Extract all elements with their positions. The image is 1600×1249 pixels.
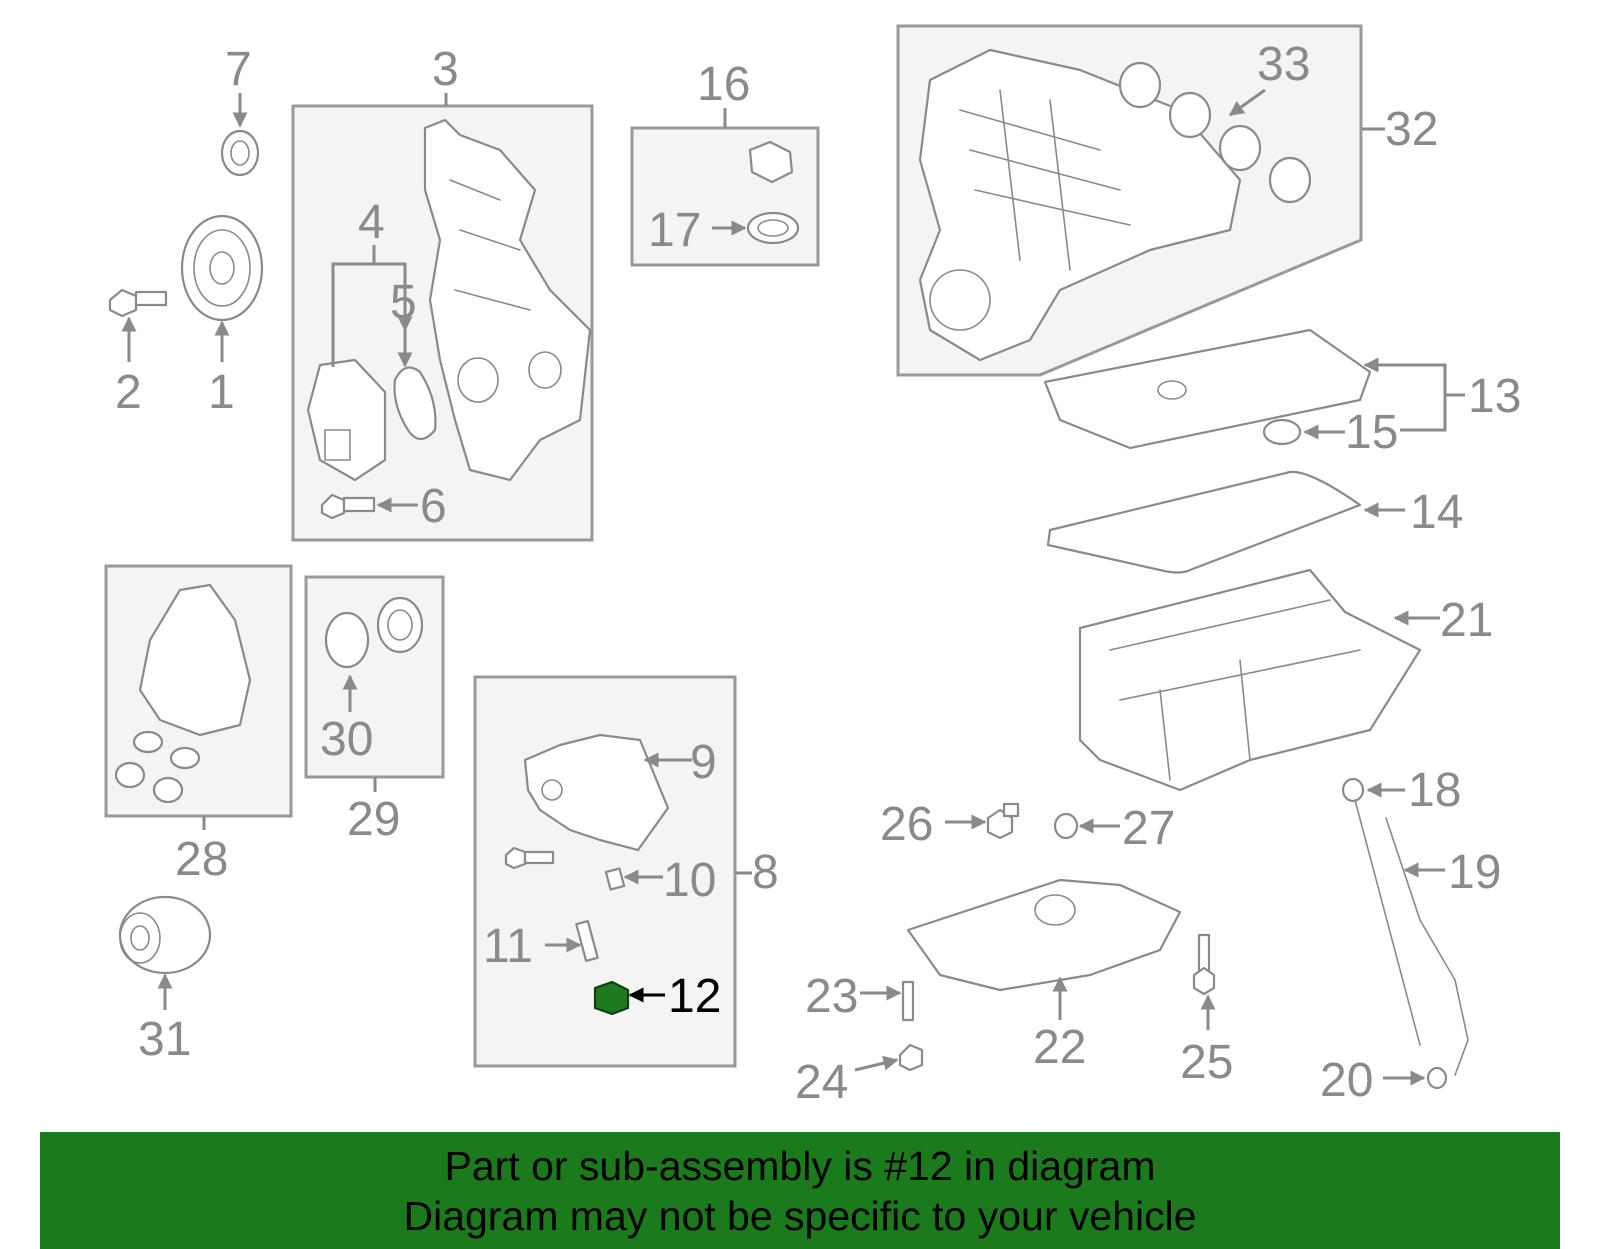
callout-24: 24 <box>795 1056 848 1109</box>
oil-filter-element-part-29 <box>376 596 424 654</box>
oil-pump-part-9 <box>523 733 670 852</box>
callout-19: 19 <box>1448 846 1501 899</box>
callout-17: 17 <box>648 204 701 257</box>
callout-5: 5 <box>390 276 417 329</box>
drain-plug-part-24 <box>898 1043 924 1072</box>
callout-9: 9 <box>690 736 717 789</box>
callout-22: 22 <box>1033 1021 1086 1074</box>
dipstick-guide-part-19 <box>1385 817 1469 1076</box>
callout-2: 2 <box>115 366 142 419</box>
callout-28: 28 <box>175 833 228 886</box>
leader-24 <box>854 1055 899 1072</box>
callout-4: 4 <box>358 196 385 249</box>
oil-filter-o-ring-part-30 <box>324 611 370 669</box>
callout-23: 23 <box>805 970 858 1023</box>
bolt-part-9b <box>504 846 555 870</box>
bolt-part-2 <box>108 288 168 318</box>
callout-16: 16 <box>697 58 750 111</box>
sensor-part-26 <box>986 802 1020 840</box>
callout-29: 29 <box>347 793 400 846</box>
part-12-highlighted <box>593 980 630 1016</box>
leader-13 <box>1370 363 1447 432</box>
banner-line-2: Diagram may not be specific to your vehi… <box>403 1192 1197 1239</box>
timing-cover-part-3 <box>423 118 592 482</box>
cap-gasket-part-17 <box>746 211 800 245</box>
callout-15: 15 <box>1345 406 1398 459</box>
oil-pan-gasket-part-14 <box>1046 470 1362 574</box>
callout-6: 6 <box>420 480 447 533</box>
callout-25: 25 <box>1180 1036 1233 1089</box>
callout-1: 1 <box>208 366 235 419</box>
o-ring-part-20 <box>1426 1066 1448 1090</box>
callout-20: 20 <box>1320 1054 1373 1107</box>
seal-part-15 <box>1262 418 1302 446</box>
manifold-gasket-part-33 <box>1118 61 1312 204</box>
oil-filler-cap-part-16 <box>748 140 794 184</box>
callout-27: 27 <box>1122 802 1175 855</box>
callout-8: 8 <box>752 846 779 899</box>
intake-manifold-part-32 <box>918 48 1242 362</box>
pin-part-10 <box>604 867 626 891</box>
stud-part-23 <box>901 980 915 1022</box>
callout-11: 11 <box>483 920 533 973</box>
gasket-part-27 <box>1053 812 1079 840</box>
info-banner: Part or sub-assembly is #12 in diagram D… <box>40 1132 1560 1249</box>
lower-oil-pan-part-22 <box>906 878 1182 992</box>
callout-3: 3 <box>432 43 459 96</box>
bolt-part-6 <box>320 493 376 520</box>
callout-32: 32 <box>1385 103 1438 156</box>
leader-4 <box>331 262 413 367</box>
gasket-part-5 <box>393 366 437 441</box>
bolt-part-25 <box>1192 933 1216 996</box>
banner-line-1: Part or sub-assembly is #12 in diagram <box>444 1142 1156 1189</box>
callout-12: 12 <box>668 970 721 1023</box>
callout-14: 14 <box>1410 486 1463 539</box>
water-pump-part-4 <box>306 358 387 482</box>
callout-13: 13 <box>1468 370 1521 423</box>
callout-31: 31 <box>138 1013 191 1066</box>
pump-assembly-part-28 <box>114 583 252 804</box>
seal-part-7 <box>220 129 260 177</box>
group-box-29 <box>304 575 445 779</box>
callout-18: 18 <box>1408 764 1461 817</box>
leader-33 <box>1228 88 1266 117</box>
callout-7: 7 <box>225 43 252 96</box>
upper-oil-pan-part-21 <box>1078 568 1422 792</box>
callout-33: 33 <box>1257 38 1310 91</box>
callout-26: 26 <box>880 798 933 851</box>
filter-housing-part-31 <box>118 895 212 975</box>
pulley-part-1 <box>180 214 264 322</box>
callout-10: 10 <box>663 854 716 907</box>
dipstick-part-18 <box>1341 777 1421 1046</box>
callout-21: 21 <box>1440 594 1493 647</box>
callout-30: 30 <box>320 713 373 766</box>
valve-cover-part-13 <box>1043 328 1372 450</box>
